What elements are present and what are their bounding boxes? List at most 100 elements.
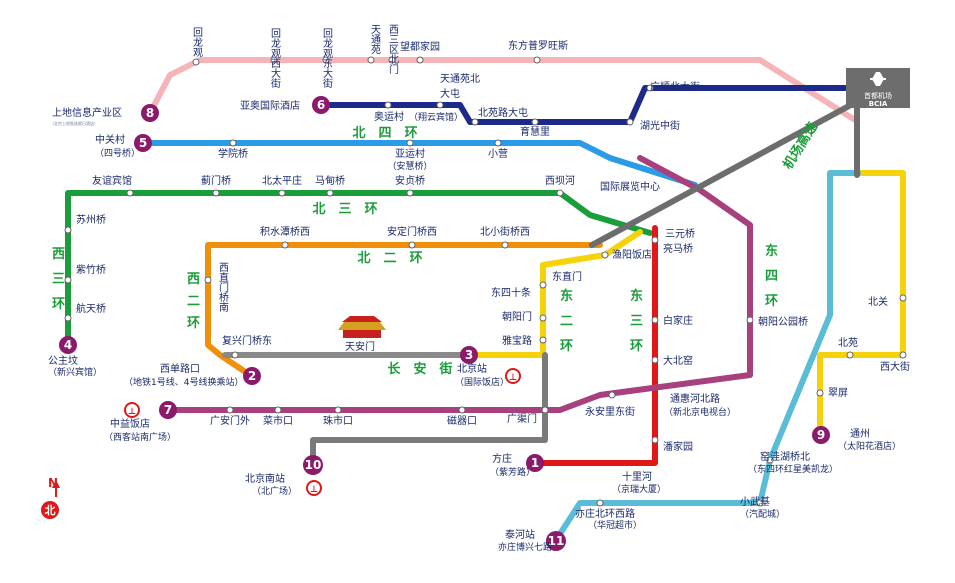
station-label: 朝阳公园桥 bbox=[758, 316, 808, 328]
svg-text:11: 11 bbox=[548, 534, 565, 548]
station-label: 东直门 bbox=[552, 270, 582, 283]
road-east-4th-1: 东 bbox=[765, 243, 778, 259]
station-sublabel: （紫芳路） bbox=[490, 466, 535, 478]
road-east-2nd-3: 环 bbox=[560, 339, 573, 354]
station-label: 小武基 bbox=[740, 495, 770, 508]
station-label: 广渠门 bbox=[507, 412, 537, 425]
station-label: 三元桥 bbox=[665, 228, 695, 240]
station-label: 东方普罗旺斯 bbox=[508, 39, 568, 52]
station-label: 安定门桥西 bbox=[387, 225, 437, 238]
station-label: 学院桥 bbox=[218, 147, 248, 160]
route-7-badge[interactable]: 7 bbox=[159, 401, 177, 419]
station-label: 渔阳饭店 bbox=[612, 248, 652, 261]
station-sublabel: （安慧桥） bbox=[387, 160, 432, 172]
tiananmen-icon bbox=[338, 316, 386, 338]
railway-icon: ⊥ bbox=[505, 368, 521, 384]
route-4-badge[interactable]: 4 bbox=[59, 336, 77, 354]
road-north-2nd: 北 二 环 bbox=[357, 251, 422, 266]
route-3-badge[interactable]: 3 bbox=[460, 346, 478, 364]
station-label: 蓟门桥 bbox=[201, 174, 231, 187]
station-label: 苏州桥 bbox=[76, 213, 106, 226]
station-label: 通州 bbox=[850, 428, 870, 440]
station-sublabel: （太阳花酒店） bbox=[838, 440, 901, 452]
road-west-2nd-3: 环 bbox=[187, 316, 200, 331]
compass: N 北 bbox=[41, 476, 60, 519]
airport-express-line bbox=[589, 97, 863, 248]
station-sublabel: 亦庄博兴七路 bbox=[498, 541, 552, 553]
svg-text:6: 6 bbox=[317, 98, 325, 112]
svg-text:9: 9 bbox=[817, 428, 825, 442]
station-label: 天通苑北 bbox=[440, 72, 480, 85]
svg-text:2: 2 bbox=[248, 369, 256, 383]
route-5-badge[interactable]: 5 bbox=[134, 134, 152, 152]
station-label: 白家庄 bbox=[663, 314, 693, 327]
station-label: 西坝河 bbox=[545, 175, 575, 187]
station-label: 北太平庄 bbox=[262, 174, 302, 187]
station-label: 雅宝路 bbox=[502, 334, 532, 347]
svg-text:7: 7 bbox=[164, 403, 172, 417]
road-west-3rd-1: 西 bbox=[52, 247, 65, 262]
route-2-line bbox=[205, 242, 603, 378]
station-label: 天安门 bbox=[345, 340, 375, 353]
station-label-vertical: 回龙观东大街 bbox=[321, 28, 333, 89]
station-sublabel: （北广场） bbox=[252, 485, 297, 497]
station-label-vertical: 回龙观 bbox=[191, 27, 203, 58]
station-label-vertical: 回龙观西大街 bbox=[269, 28, 281, 89]
station-label: 窑洼湖桥北 bbox=[760, 450, 810, 463]
station-label: 永安里东街 bbox=[585, 405, 635, 418]
station-sublabel: （华冠超市） bbox=[588, 519, 642, 531]
airplane-icon bbox=[870, 72, 886, 86]
station-label: 中益饭店 bbox=[110, 417, 150, 430]
station-label: 西大街 bbox=[880, 360, 910, 373]
station-label: 友谊宾馆 bbox=[92, 174, 132, 187]
svg-text:⊥: ⊥ bbox=[310, 485, 318, 495]
station-label: 西单路口 bbox=[160, 362, 200, 375]
station-sublabel: （翔云宾馆） bbox=[409, 111, 463, 123]
route-11-badge[interactable]: 11 bbox=[546, 531, 566, 551]
station-sublabel: （京瑞大厦） bbox=[612, 483, 666, 495]
station-label: 磁器口 bbox=[447, 414, 477, 427]
svg-text:1: 1 bbox=[531, 456, 539, 470]
route-5-line bbox=[147, 140, 698, 188]
station-label: 珠市口 bbox=[323, 414, 353, 427]
road-east-3rd-1: 东 bbox=[630, 288, 643, 304]
station-label: 航天桥 bbox=[76, 302, 106, 315]
svg-text:4: 4 bbox=[64, 338, 72, 352]
north-arrow-icon bbox=[52, 480, 60, 488]
svg-text:3: 3 bbox=[465, 348, 473, 362]
route-8-badge[interactable]: 8 bbox=[141, 104, 159, 122]
route-8-line bbox=[147, 57, 858, 123]
compass-badge bbox=[41, 501, 59, 519]
station-label: 北苑 bbox=[838, 336, 858, 349]
route-6-badge[interactable]: 6 bbox=[312, 96, 330, 114]
svg-text:10: 10 bbox=[305, 458, 322, 472]
station-label: 翠屏 bbox=[828, 387, 848, 399]
road-west-2nd-1: 西 bbox=[187, 272, 200, 287]
station-sublabel: （四号桥） bbox=[95, 147, 140, 159]
compass-letter: N bbox=[48, 476, 58, 490]
road-east-3rd-2: 三 bbox=[630, 314, 643, 329]
road-east-3rd-3: 环 bbox=[630, 339, 643, 354]
station-label: 东四十条 bbox=[491, 286, 531, 299]
station-label: 湖光中街 bbox=[640, 119, 680, 132]
airport-express-label: 机场高速 bbox=[780, 120, 821, 173]
route-9-badge[interactable]: 9 bbox=[812, 426, 830, 444]
station-sublabel: （东四环红星美凯龙） bbox=[748, 463, 838, 475]
airport-code: BCIA bbox=[869, 100, 888, 108]
road-east-4th-2: 四 bbox=[765, 269, 778, 284]
route-10-badge[interactable]: 10 bbox=[303, 455, 323, 475]
station-label: 广顺北大街 bbox=[650, 80, 700, 93]
station-label: 朝阳门 bbox=[502, 310, 532, 323]
road-changan: 长 安 街 bbox=[387, 361, 452, 377]
svg-text:⊥: ⊥ bbox=[509, 373, 517, 383]
route-2-badge[interactable]: 2 bbox=[243, 367, 261, 385]
route-3-line bbox=[467, 229, 643, 358]
station-label: 亦庄北环西路 bbox=[575, 507, 635, 520]
route-1-badge[interactable]: 1 bbox=[526, 454, 544, 472]
svg-text:8: 8 bbox=[146, 106, 154, 120]
station-label: 十里河 bbox=[622, 470, 652, 483]
station-label: 亮马桥 bbox=[663, 242, 693, 255]
route-7-line bbox=[167, 155, 753, 413]
road-east-2nd-1: 东 bbox=[560, 288, 573, 304]
road-east-4th-3: 环 bbox=[765, 294, 778, 309]
